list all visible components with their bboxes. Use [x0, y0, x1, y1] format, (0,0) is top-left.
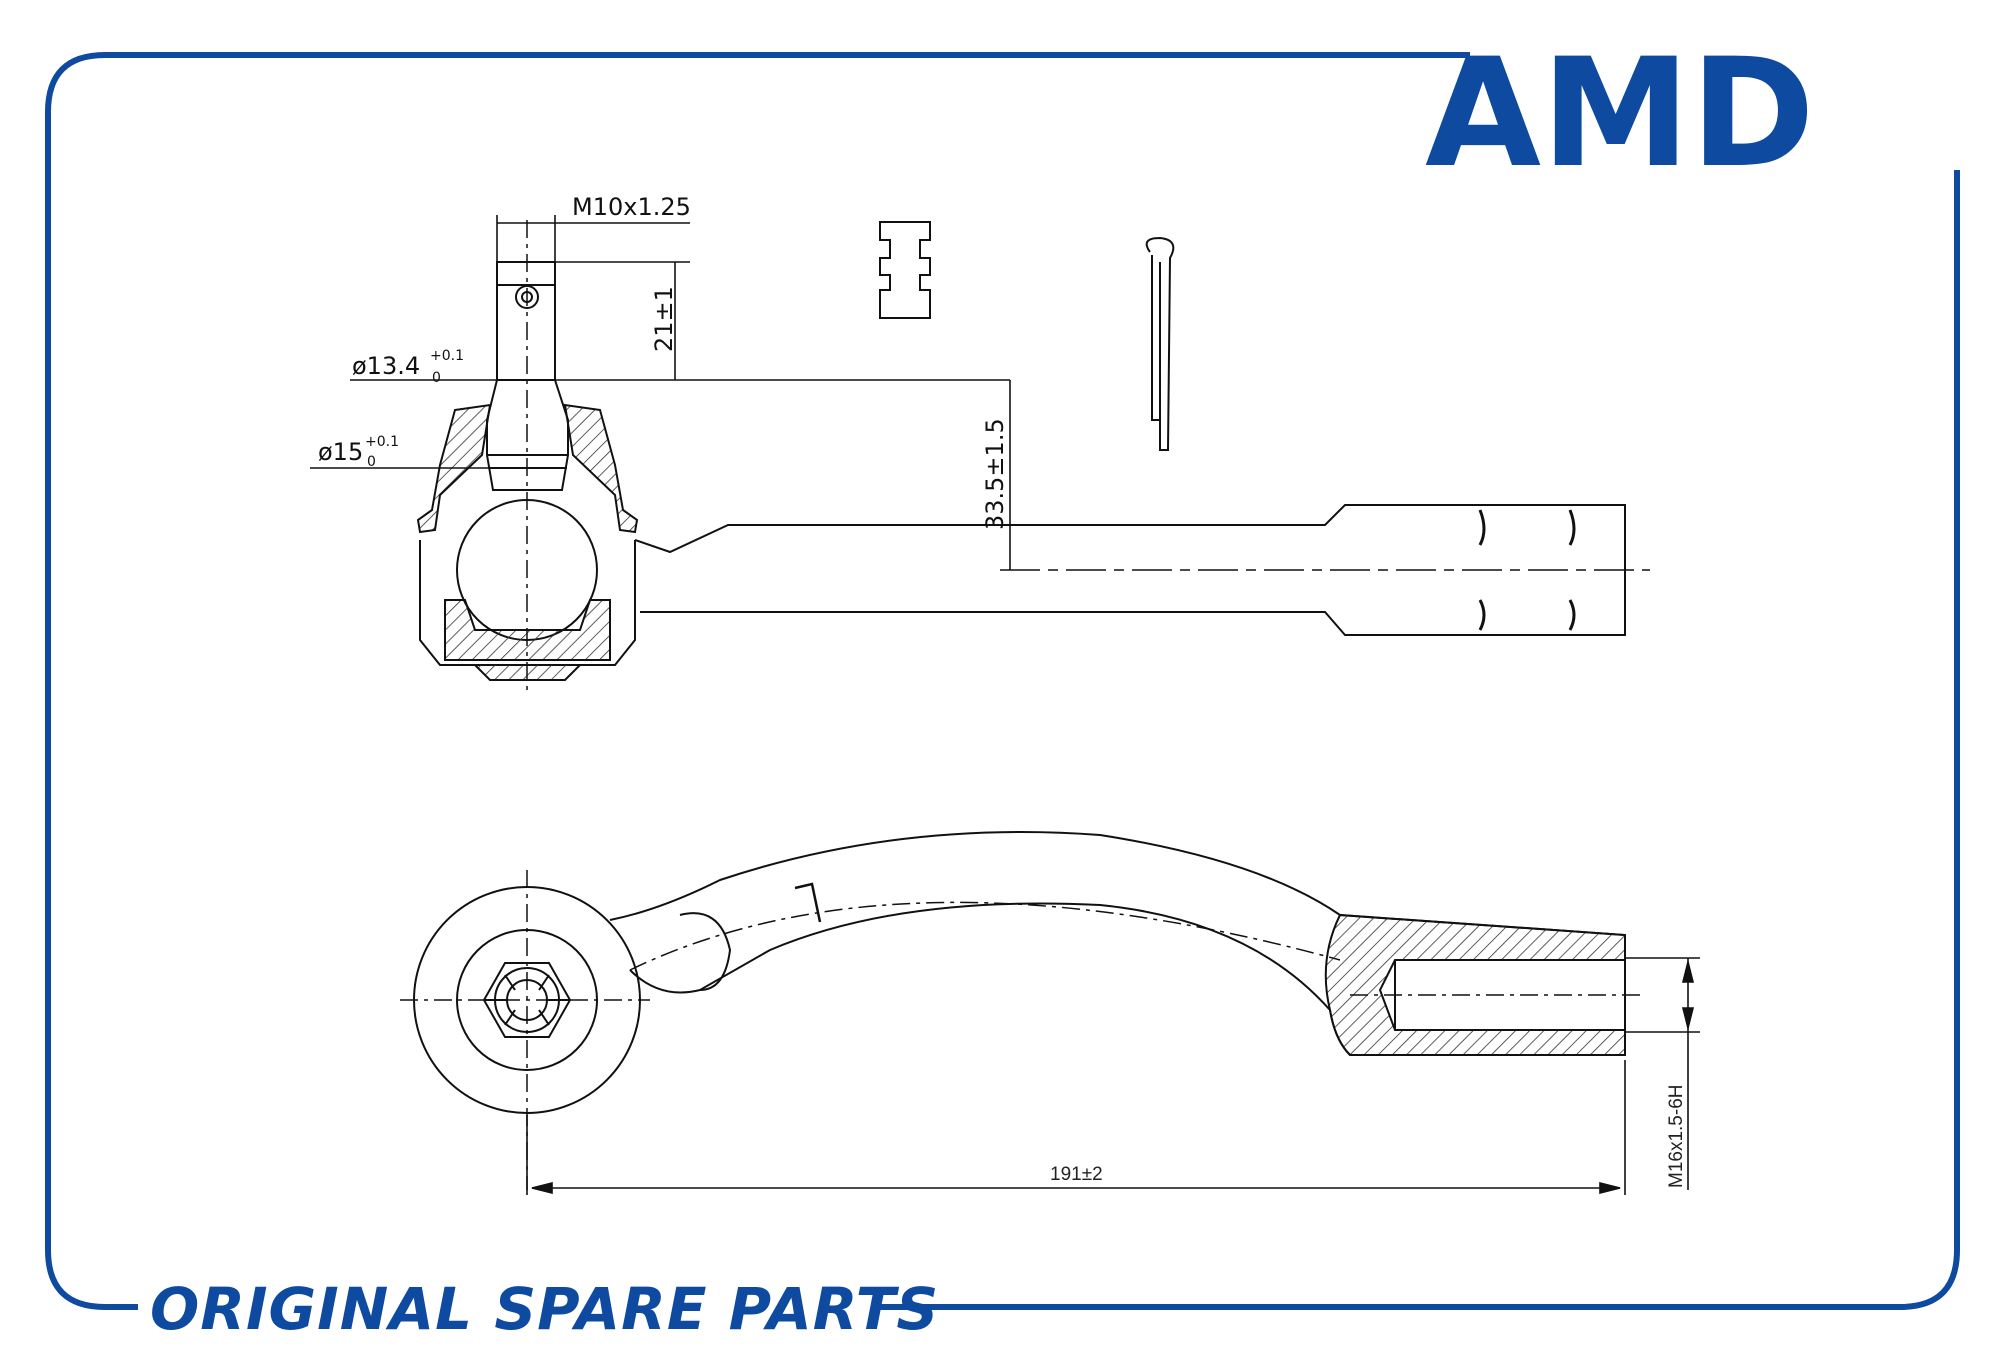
svg-text:ø13.4: ø13.4 [352, 352, 420, 380]
dust-boot-right [563, 403, 639, 534]
svg-text:+0.1: +0.1 [365, 434, 399, 450]
side-view [416, 220, 1650, 690]
dim-overall-length: 191±2 [1050, 1164, 1103, 1185]
svg-text:0: 0 [367, 454, 376, 470]
svg-text:ø15: ø15 [318, 438, 363, 466]
dim-diameter-1: ø13.4 +0.1 0 [352, 348, 464, 386]
cotter-pin-icon [1145, 236, 1175, 451]
castle-nut-icon [879, 221, 931, 319]
threaded-bore [1324, 913, 1626, 1056]
tie-rod-arm [634, 504, 1626, 636]
side-mark-L-icon [794, 882, 822, 923]
svg-text:0: 0 [432, 370, 441, 386]
slogan-text: ORIGINAL SPARE PARTS [150, 1275, 939, 1343]
dim-thread-inner: M16x1.5-6H [1666, 1085, 1687, 1189]
dimension-lines-bottom [526, 957, 1700, 1195]
dim-height: 33.5±1.5 [981, 418, 1009, 530]
slogan: ORIGINAL SPARE PARTS [138, 1275, 939, 1343]
frame-border [45, 52, 1960, 1310]
threaded-stud [496, 261, 556, 381]
dim-thread-stud: M10x1.25 [572, 193, 691, 221]
dim-diameter-2: ø15 +0.1 0 [318, 434, 399, 470]
amd-logo: AMD [1425, 20, 1970, 201]
svg-text:+0.1: +0.1 [430, 348, 464, 364]
dimension-lines-top [310, 215, 1011, 570]
plan-view [400, 831, 1645, 1190]
stud-neck [486, 379, 569, 491]
dim-stud-length: 21±1 [650, 286, 678, 352]
logo-text: AMD [1425, 27, 1815, 201]
